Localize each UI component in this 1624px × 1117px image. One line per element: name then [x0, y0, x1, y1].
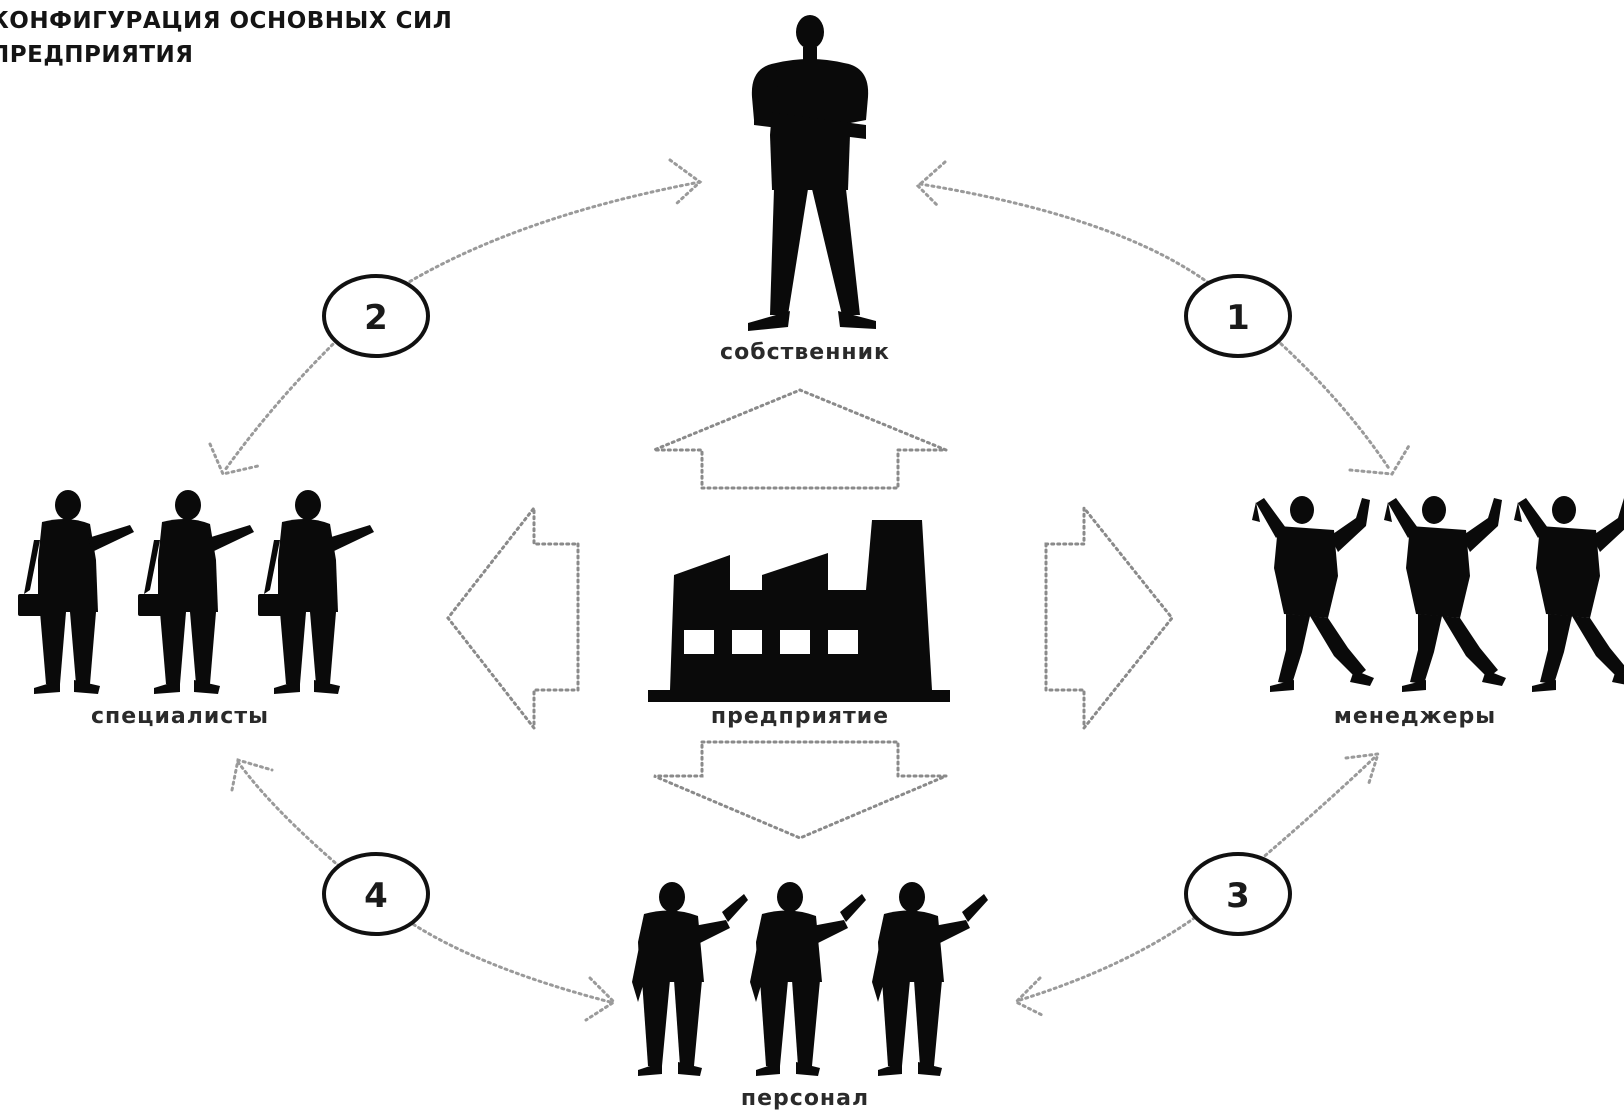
- step-number-3: 3: [1226, 876, 1250, 916]
- arrow-owner-to-managers: [918, 182, 1392, 472]
- label-enterprise: предприятие: [710, 704, 890, 729]
- arrowhead-managers: [1348, 442, 1412, 476]
- step-circle-3: [1184, 852, 1292, 936]
- label-owner: собственник: [720, 340, 890, 365]
- step-number-2: 2: [364, 298, 388, 338]
- arrowhead-owner-right: [915, 160, 947, 208]
- manager-silhouette-icon: [1252, 496, 1624, 692]
- arrowhead-specialists: [208, 442, 260, 476]
- block-arrow-left: [446, 503, 580, 733]
- owner-silhouette-icon: [748, 15, 876, 331]
- title-line-2: ПРЕДПРИЯТИЯ: [0, 42, 194, 68]
- title-line-1: КОНФИГУРАЦИЯ ОСНОВНЫХ СИЛ: [0, 8, 453, 34]
- factory-icon: [648, 520, 950, 702]
- staff-silhouette-icon: [632, 882, 988, 1076]
- label-managers: менеджеры: [1333, 704, 1497, 729]
- block-arrow-up: [653, 388, 947, 490]
- arrowhead-staff-left: [584, 976, 617, 1022]
- arrowhead-staff-right: [1013, 976, 1046, 1018]
- block-arrow-down: [653, 740, 947, 840]
- label-staff: персонал: [740, 1086, 870, 1111]
- step-number-4: 4: [364, 876, 388, 916]
- arrowhead-managers-bottom: [1344, 752, 1381, 788]
- arrowhead-owner-left: [668, 158, 703, 206]
- arrow-owner-to-specialists: [223, 180, 702, 472]
- diagram-title: КОНФИГУРАЦИЯ ОСНОВНЫХ СИЛ ПРЕДПРИЯТИЯ: [0, 4, 452, 72]
- step-circle-4: [322, 852, 430, 936]
- label-specialists: специалисты: [91, 704, 269, 729]
- step-number-1: 1: [1226, 298, 1250, 338]
- arrowhead-specialists-bottom: [230, 758, 274, 792]
- step-circle-1: [1184, 274, 1292, 358]
- specialist-silhouette-icon: [18, 490, 374, 694]
- block-arrow-right: [1044, 503, 1174, 733]
- step-circle-2: [322, 274, 430, 358]
